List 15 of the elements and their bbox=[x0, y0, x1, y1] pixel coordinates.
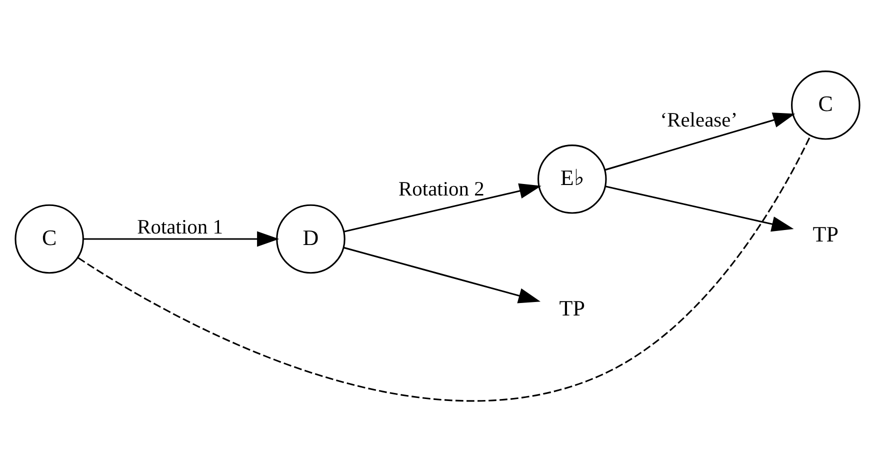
edge-label: Rotation 1 bbox=[137, 216, 223, 238]
node-circle: C bbox=[791, 70, 860, 140]
arrow bbox=[344, 246, 541, 303]
arrow bbox=[84, 230, 280, 246]
arrow bbox=[344, 182, 542, 232]
connector bbox=[78, 135, 812, 401]
node-text: TP bbox=[812, 221, 839, 246]
arrow bbox=[605, 185, 794, 232]
edge-label: ‘Release’ bbox=[660, 108, 738, 131]
node-circle: D bbox=[276, 204, 346, 274]
node-circle: C bbox=[14, 204, 84, 274]
node-text: TP bbox=[559, 295, 585, 320]
arrow bbox=[604, 112, 796, 170]
edge-label: Rotation 2 bbox=[398, 178, 484, 200]
node-circle: E♭ bbox=[538, 144, 607, 214]
